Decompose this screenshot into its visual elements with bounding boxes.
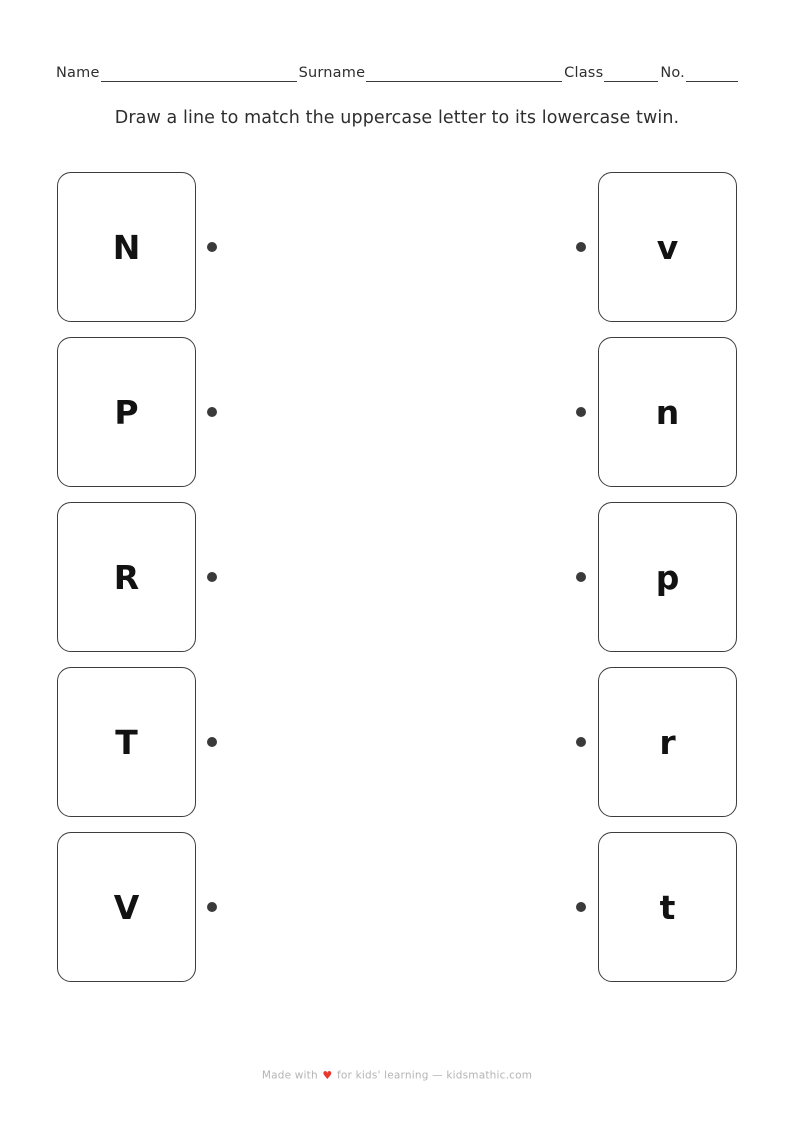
uppercase-letter: V <box>113 887 140 927</box>
field-surname-input[interactable] <box>366 66 563 82</box>
field-class-label: Class <box>564 65 604 81</box>
lowercase-card[interactable]: n <box>598 337 737 487</box>
lowercase-letter: p <box>655 557 680 597</box>
matching-exercise: N v P n R p <box>0 172 794 982</box>
uppercase-letter: T <box>115 722 138 762</box>
lowercase-card[interactable]: v <box>598 172 737 322</box>
header-fields: Name Surname Class No. <box>56 64 738 82</box>
lowercase-card[interactable]: r <box>598 667 737 817</box>
match-row: T r <box>0 667 794 817</box>
connector-dot-right[interactable] <box>576 902 586 912</box>
field-class-input[interactable] <box>604 66 659 82</box>
connector-dot-left[interactable] <box>207 242 217 252</box>
uppercase-card[interactable]: P <box>57 337 196 487</box>
field-name-input[interactable] <box>100 66 297 82</box>
footer: Made with ♥ for kids' learning — kidsmat… <box>0 1069 794 1082</box>
uppercase-card[interactable]: V <box>57 832 196 982</box>
lowercase-letter: n <box>655 392 680 432</box>
uppercase-card[interactable]: R <box>57 502 196 652</box>
lowercase-card[interactable]: t <box>598 832 737 982</box>
footer-suffix: for kids' learning — kidsmathic.com <box>337 1069 533 1082</box>
field-name-label: Name <box>56 65 100 81</box>
connector-dot-right[interactable] <box>576 242 586 252</box>
match-row: P n <box>0 337 794 487</box>
connector-dot-right[interactable] <box>576 737 586 747</box>
uppercase-letter: R <box>113 557 140 597</box>
uppercase-card[interactable]: T <box>57 667 196 817</box>
match-row: V t <box>0 832 794 982</box>
field-no: No. <box>660 64 738 82</box>
connector-dot-left[interactable] <box>207 572 217 582</box>
footer-prefix: Made with <box>261 1069 318 1082</box>
instruction-text: Draw a line to match the uppercase lette… <box>114 108 680 128</box>
match-row: R p <box>0 502 794 652</box>
connector-dot-right[interactable] <box>576 407 586 417</box>
uppercase-letter: N <box>112 227 141 267</box>
connector-dot-left[interactable] <box>207 737 217 747</box>
field-class: Class <box>564 64 659 82</box>
field-surname-label: Surname <box>298 65 366 81</box>
heart-icon: ♥ <box>322 1069 333 1082</box>
match-row: N v <box>0 172 794 322</box>
field-no-label: No. <box>660 65 685 81</box>
lowercase-letter: v <box>656 227 679 267</box>
lowercase-card[interactable]: p <box>598 502 737 652</box>
connector-dot-left[interactable] <box>207 902 217 912</box>
connector-dot-left[interactable] <box>207 407 217 417</box>
field-name: Name <box>56 64 297 82</box>
field-no-input[interactable] <box>686 66 738 82</box>
uppercase-card[interactable]: N <box>57 172 196 322</box>
uppercase-letter: P <box>114 392 139 432</box>
lowercase-letter: t <box>659 887 676 927</box>
connector-dot-right[interactable] <box>576 572 586 582</box>
lowercase-letter: r <box>659 722 676 762</box>
field-surname: Surname <box>299 64 563 82</box>
